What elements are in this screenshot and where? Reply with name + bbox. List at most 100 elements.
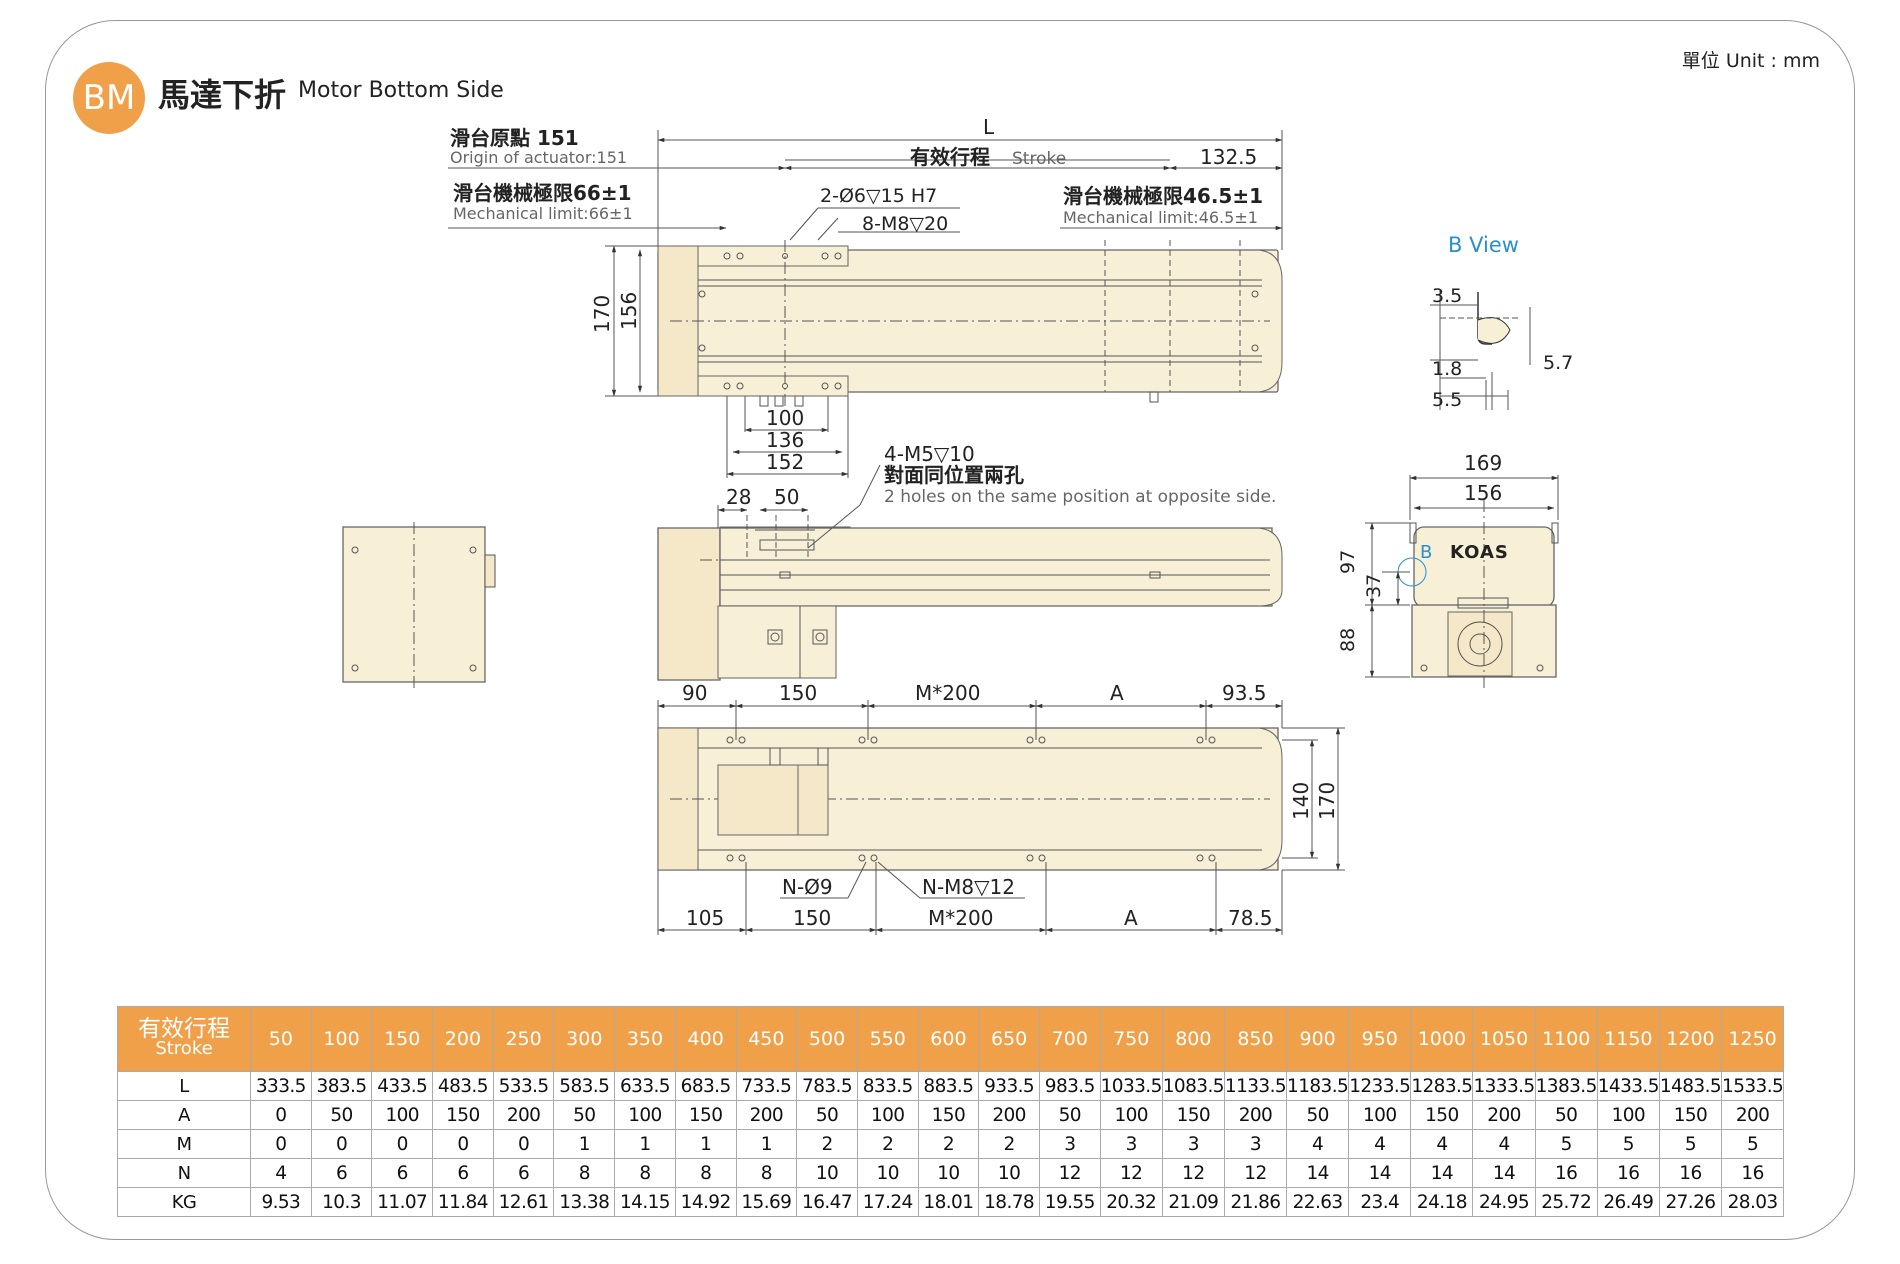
dim-L: L bbox=[983, 115, 995, 139]
dim-1-8: 1.8 bbox=[1432, 358, 1462, 380]
table-header-en: Stroke bbox=[155, 1038, 213, 1059]
table-header-cell: 150 bbox=[371, 1006, 434, 1072]
table-cell: 533.5 bbox=[492, 1071, 555, 1101]
table-cell: 10 bbox=[796, 1158, 858, 1188]
table-cell: 3 bbox=[1161, 1129, 1225, 1159]
table-cell: 9.53 bbox=[250, 1187, 312, 1217]
table-header-cell: 950 bbox=[1348, 1006, 1412, 1072]
table-cell: 12.61 bbox=[492, 1187, 555, 1217]
model-badge: BM bbox=[73, 62, 145, 134]
dim-132-5: 132.5 bbox=[1200, 145, 1257, 169]
hole-spec-nm8: N-M8▽12 bbox=[922, 875, 1015, 899]
table-cell: 6 bbox=[371, 1158, 434, 1188]
table-cell: 100 bbox=[371, 1100, 434, 1130]
dim-m200-bottom: M*200 bbox=[928, 906, 993, 930]
table-cell: 633.5 bbox=[614, 1071, 676, 1101]
table-cell: 16.47 bbox=[796, 1187, 858, 1217]
table-header-cell: 600 bbox=[917, 1006, 980, 1072]
table-cell: 433.5 bbox=[371, 1071, 434, 1101]
dim-93-5: 93.5 bbox=[1222, 681, 1267, 705]
table-cell: 50 bbox=[310, 1100, 373, 1130]
table-cell: 12 bbox=[1223, 1158, 1288, 1188]
table-cell: 0 bbox=[310, 1129, 373, 1159]
table-cell: 21.09 bbox=[1161, 1187, 1225, 1217]
page-frame bbox=[45, 20, 1855, 1240]
table-cell: 18.01 bbox=[917, 1187, 980, 1217]
dim-a-bottom: A bbox=[1124, 906, 1138, 930]
table-cell: 150 bbox=[432, 1100, 494, 1130]
technical-drawing: L 滑台原點 151 Origin of actuator:151 有效行程 S… bbox=[342, 115, 1573, 935]
table-cell: 14 bbox=[1348, 1158, 1412, 1188]
hole-spec-m8: 8-M8▽20 bbox=[862, 213, 948, 235]
table-header-cell: 650 bbox=[978, 1006, 1040, 1072]
dim-a-top: A bbox=[1110, 681, 1124, 705]
page-title-zh: 馬達下折 bbox=[158, 76, 287, 114]
dim-28: 28 bbox=[726, 485, 751, 509]
table-header-cell: 750 bbox=[1099, 1006, 1163, 1072]
dim-3-5: 3.5 bbox=[1432, 285, 1462, 307]
table-cell: 14.15 bbox=[614, 1187, 676, 1217]
table-cell: 1 bbox=[553, 1129, 616, 1159]
table-header-cell: 1000 bbox=[1410, 1006, 1474, 1072]
table-header-zh: 有效行程 bbox=[138, 1016, 230, 1042]
bottom-holes-bottom bbox=[726, 854, 1216, 862]
table-cell: 100 bbox=[614, 1100, 676, 1130]
dim-152: 152 bbox=[766, 450, 804, 474]
b-view bbox=[1430, 290, 1531, 410]
dim-156: 156 bbox=[617, 292, 641, 330]
table-cell: 583.5 bbox=[553, 1071, 616, 1101]
table-cell: 15.69 bbox=[735, 1187, 798, 1217]
table-header-cell: 250 bbox=[492, 1006, 555, 1072]
page-title-en: Motor Bottom Side bbox=[298, 78, 504, 103]
side-view bbox=[657, 464, 1283, 681]
table-cell: 100 bbox=[1348, 1100, 1412, 1130]
table-cell: 25.72 bbox=[1534, 1187, 1598, 1217]
table-cell: 883.5 bbox=[917, 1071, 980, 1101]
table-header-cell: 1250 bbox=[1721, 1006, 1785, 1072]
b-view-labels: B View 3.5 1.8 5.5 5.7 bbox=[1432, 233, 1573, 411]
table-cell: 200 bbox=[1223, 1100, 1288, 1130]
table-cell: 10.3 bbox=[310, 1187, 373, 1217]
table-row-label: L bbox=[117, 1071, 251, 1101]
table-cell: 1483.5 bbox=[1658, 1071, 1723, 1101]
table-header-cell: 100 bbox=[310, 1006, 373, 1072]
table-header-cell: 1050 bbox=[1472, 1006, 1536, 1072]
opposite-side-note-en: 2 holes on the same position at opposite… bbox=[884, 487, 1276, 507]
table-cell: 1383.5 bbox=[1534, 1071, 1598, 1101]
table-cell: 1533.5 bbox=[1721, 1071, 1785, 1101]
table-cell: 200 bbox=[735, 1100, 798, 1130]
b-view-title: B View bbox=[1448, 233, 1519, 257]
table-cell: 14 bbox=[1410, 1158, 1474, 1188]
dim-156-end: 156 bbox=[1464, 481, 1502, 505]
table-cell: 16 bbox=[1534, 1158, 1598, 1188]
table-cell: 22.63 bbox=[1286, 1187, 1350, 1217]
table-cell: 1133.5 bbox=[1223, 1071, 1288, 1101]
table-header-stroke: 有效行程 Stroke bbox=[117, 1006, 251, 1072]
mech-limit-left-en: Mechanical limit:66±1 bbox=[453, 204, 633, 223]
hole-spec-m5: 4-M5▽10 bbox=[884, 442, 975, 466]
table-cell: 733.5 bbox=[735, 1071, 798, 1101]
table-header-cell: 350 bbox=[614, 1006, 676, 1072]
table-cell: 5 bbox=[1534, 1129, 1598, 1159]
table-cell: 200 bbox=[492, 1100, 555, 1130]
dim-140: 140 bbox=[1289, 782, 1313, 820]
table-cell: 150 bbox=[1161, 1100, 1225, 1130]
table-cell: 200 bbox=[1472, 1100, 1536, 1130]
dim-150-top: 150 bbox=[779, 681, 817, 705]
table-cell: 833.5 bbox=[856, 1071, 919, 1101]
table-cell: 5 bbox=[1596, 1129, 1660, 1159]
table-cell: 0 bbox=[250, 1100, 312, 1130]
table-cell: 4 bbox=[1348, 1129, 1412, 1159]
table-cell: 100 bbox=[1596, 1100, 1660, 1130]
table-cell: 24.18 bbox=[1410, 1187, 1474, 1217]
table-cell: 24.95 bbox=[1472, 1187, 1536, 1217]
table-header-cell: 50 bbox=[250, 1006, 312, 1072]
table-cell: 26.49 bbox=[1596, 1187, 1660, 1217]
table-cell: 50 bbox=[1038, 1100, 1101, 1130]
dim-169: 169 bbox=[1464, 451, 1502, 475]
dim-170: 170 bbox=[590, 295, 614, 333]
table-cell: 1 bbox=[674, 1129, 737, 1159]
